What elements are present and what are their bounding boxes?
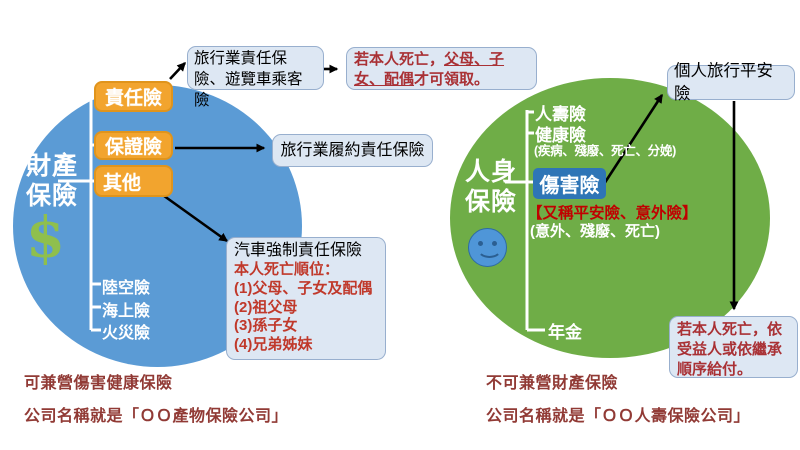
item-life-insurance: 人壽險 <box>535 105 586 124</box>
item-annuity: 年金 <box>548 323 582 342</box>
callout-death-claim: 若本人死亡，父母、子女、配偶才可領取。 <box>346 47 537 90</box>
note-personal-no-side-business: 不可兼營財產保險 <box>486 375 619 392</box>
callout-beneficiary: 若本人死亡，依受益人或依繼承順序給付。 <box>669 316 798 378</box>
callout-travel-performance: 旅行業履約責任保險 <box>272 134 433 167</box>
claim-text-underlined1: 父母、子女、 <box>354 51 505 89</box>
property-insurance-title: 財產 保險 <box>25 152 78 210</box>
auto-liability-title: 汽車強制責任保險 <box>234 242 363 259</box>
auto-death-order-3: (3)孫子女 <box>234 317 298 335</box>
arrow-liability-to-travel-box <box>169 62 186 80</box>
sub-label-marine: 海上險 <box>102 303 151 320</box>
item-health-insurance: 健康險 <box>535 126 586 145</box>
auto-death-order-subtitle: 本人死亡順位： <box>234 261 340 278</box>
injury-insurance-detail: (意外、殘廢、死亡) <box>530 223 660 240</box>
sub-label-fire: 火災險 <box>102 325 151 342</box>
callout-personal-travel: 個人旅行平安險 <box>667 62 795 103</box>
note-property-side-business: 可兼營傷害健康保險 <box>24 375 173 392</box>
callout-auto-liability: 汽車強制責任保險 本人死亡順位： (1)父母、子女及配偶 (2)祖父母 (3)孫… <box>226 237 386 360</box>
claim-text-plain2: 才可領取。 <box>414 71 490 89</box>
auto-death-order-1: (1)父母、子女及配偶 <box>234 279 373 297</box>
dollar-icon: $ <box>26 205 65 271</box>
claim-text-plain1: 若本人死亡， <box>354 51 445 68</box>
note-personal-company-name: 公司名稱就是「ＯＯ人壽保險公司」 <box>486 408 751 425</box>
branch-box-liability: 責任險 <box>94 81 173 112</box>
smiley-face-icon <box>468 228 507 267</box>
auto-death-order-4: (4)兄弟姊妹 <box>234 336 313 353</box>
personal-insurance-title: 人身 保險 <box>464 158 517 216</box>
claim-text-underlined2: 配偶 <box>384 71 415 89</box>
note-property-company-name: 公司名稱就是「ＯＯ產物保險公司」 <box>24 408 289 425</box>
callout-travel-liability: 旅行業責任保險、遊覽車乘客險 <box>187 46 324 109</box>
sub-label-land-air: 陸空險 <box>102 280 151 297</box>
auto-death-order-2: (2)祖父母 <box>234 298 298 316</box>
item-injury-insurance-box: 傷害險 <box>533 168 606 199</box>
smiley-mouth <box>477 239 502 258</box>
health-insurance-detail: (疾病、殘廢、死亡、分娩) <box>534 144 676 158</box>
injury-insurance-alias: 【又稱平安險、意外險】 <box>527 205 698 222</box>
branch-box-guarantee: 保證險 <box>94 131 173 160</box>
branch-box-other: 其他 <box>94 165 173 197</box>
